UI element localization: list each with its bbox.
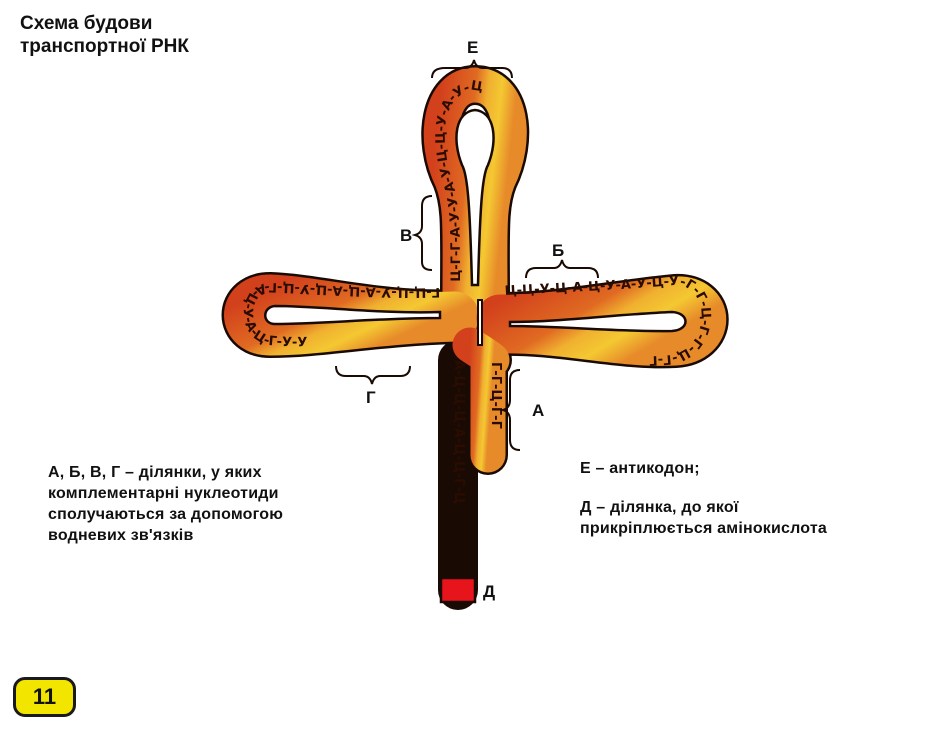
bracket-V xyxy=(411,195,433,271)
label-D: Д xyxy=(483,582,495,601)
label-E: Е xyxy=(467,38,478,57)
legend-left-line-4: водневих зв'язків xyxy=(48,527,194,544)
legend-left-line-1: А, Б, В, Г – ділянки, у яких xyxy=(48,464,262,481)
legend-right-line-2: Д – ділянка, до якої xyxy=(580,499,739,516)
label-G: Г xyxy=(366,388,376,407)
title-line-2: транспортної РНК xyxy=(20,36,189,57)
bracket-G xyxy=(335,365,411,385)
region-brackets xyxy=(335,59,599,451)
title-line-1: Схема будови xyxy=(20,13,153,34)
legend-regions: А, Б, В, Г – ділянки, у яких комплемента… xyxy=(48,462,378,546)
legend-left-line-2: комплементарні нуклеотиди xyxy=(48,485,279,502)
bracket-B xyxy=(525,259,599,279)
label-V: В xyxy=(400,226,412,245)
legend-right-line-3: прикріплюється амінокислота xyxy=(580,520,828,537)
stem-left-sequence: А-Ц-Ц-Ц-А-Ц-Ц-Г-Ц xyxy=(451,360,466,504)
trna-body xyxy=(221,65,729,610)
legend-anticodon: Е – антикодон; Д – ділянка, до якої прик… xyxy=(580,458,920,539)
legend-right-line-1: Е – антикодон; xyxy=(580,460,700,477)
stem-right-sequence: Г-Г-Ц-Г-Г xyxy=(488,362,503,429)
bracket-E xyxy=(431,59,513,79)
label-B: Б xyxy=(552,241,564,260)
bracket-A xyxy=(499,369,521,451)
legend-left-line-3: сполучаються за допомогою xyxy=(48,506,284,523)
diagram-title: Схема будови транспортної РНК xyxy=(20,12,189,58)
amino-acid-site xyxy=(439,576,477,604)
page-number-badge: 11 xyxy=(13,677,76,717)
label-A: А xyxy=(532,401,544,420)
